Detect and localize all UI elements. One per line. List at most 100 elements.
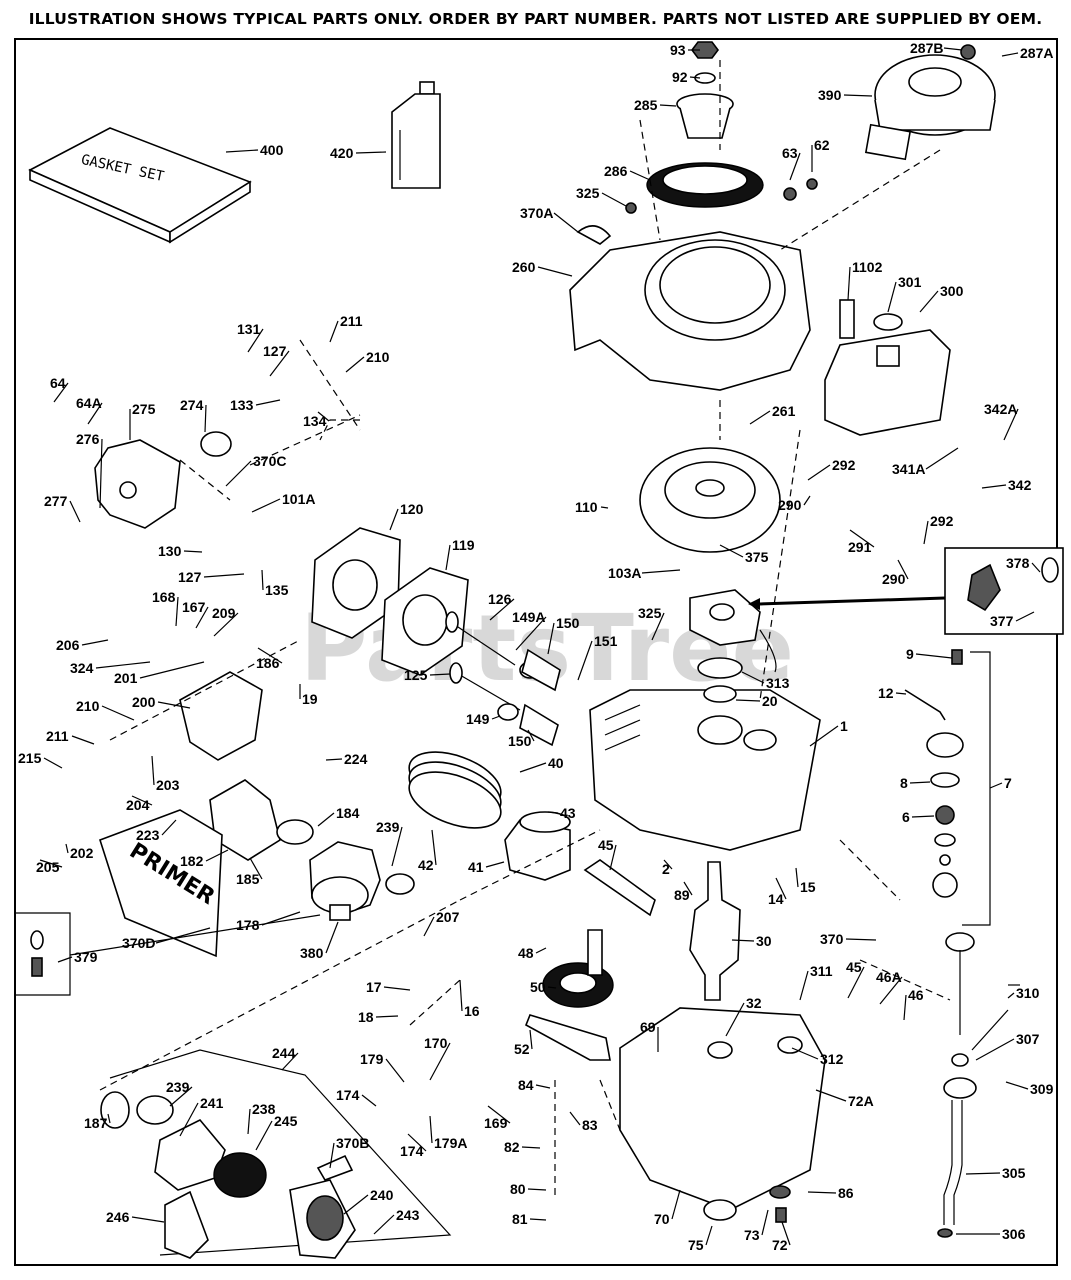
leader-291	[849, 529, 875, 548]
leader-41	[485, 861, 505, 868]
leader-48	[535, 947, 547, 954]
leader-245	[255, 1120, 273, 1151]
engine-block	[589, 689, 821, 851]
leader-313	[741, 671, 765, 684]
callout-370B: 370B	[336, 1135, 369, 1151]
callout-17: 17	[366, 979, 382, 995]
leader-83	[569, 1111, 581, 1126]
callout-127b: 127	[178, 569, 202, 585]
callout-290a: 290	[778, 497, 802, 513]
leader-342	[981, 484, 1007, 489]
leader-209	[213, 612, 239, 637]
air-cleaner-group	[100, 1049, 452, 1259]
leader-202	[65, 843, 69, 854]
leader-184	[317, 812, 335, 827]
leader-179A	[429, 1115, 433, 1144]
callout-209: 209	[212, 605, 236, 621]
callout-185: 185	[236, 871, 260, 887]
callout-313: 313	[766, 675, 790, 691]
callout-211b: 211	[46, 728, 69, 744]
leader-244	[281, 1052, 299, 1071]
callout-30: 30	[756, 933, 772, 949]
callout-42: 42	[418, 857, 434, 873]
leader-215	[43, 757, 63, 769]
callout-207: 207	[436, 909, 460, 925]
callout-14: 14	[768, 891, 784, 907]
callout-134: 134	[303, 413, 327, 429]
leader-377	[1015, 611, 1035, 622]
leader-285	[659, 104, 677, 107]
leader-206	[81, 639, 109, 646]
leader-307	[975, 1038, 1015, 1061]
callout-73: 73	[744, 1227, 760, 1243]
leader-286	[629, 170, 651, 181]
leader-277	[69, 500, 81, 523]
callout-210a: 210	[366, 349, 390, 365]
leader-203	[151, 755, 155, 786]
leader-238	[247, 1108, 251, 1135]
callout-150b: 150	[508, 733, 532, 749]
callout-64: 64	[50, 375, 66, 391]
carburetor	[309, 841, 415, 921]
leader-341A	[925, 447, 959, 470]
callout-291: 291	[848, 539, 872, 555]
leader-287A	[1001, 52, 1019, 57]
oil-sump	[619, 1007, 826, 1223]
leader-75	[705, 1225, 713, 1246]
leader-370	[845, 938, 877, 941]
leader-126	[489, 598, 515, 621]
leader-119	[445, 544, 451, 571]
callout-285: 285	[634, 97, 658, 113]
callout-309: 309	[1030, 1081, 1054, 1097]
leader-167	[195, 606, 209, 629]
callout-70: 70	[654, 1211, 670, 1227]
callout-43: 43	[560, 805, 576, 821]
callout-72A: 72A	[848, 1093, 874, 1109]
callout-306: 306	[1002, 1226, 1026, 1242]
camshaft-gear	[524, 929, 614, 1061]
leader-211a	[329, 320, 339, 343]
callout-151: 151	[594, 633, 618, 649]
leader-103A	[641, 569, 681, 574]
callout-45b: 45	[846, 959, 862, 975]
callout-62: 62	[814, 137, 830, 153]
leader-290b	[897, 559, 909, 580]
callout-12: 12	[878, 685, 894, 701]
leader-81	[529, 1218, 547, 1221]
leader-287B	[943, 47, 963, 51]
callout-119: 119	[452, 537, 475, 553]
header-note: ILLUSTRATION SHOWS TYPICAL PARTS ONLY. O…	[28, 10, 1043, 28]
callout-420: 420	[330, 145, 354, 161]
leader-290a	[803, 495, 811, 506]
leader-72A	[815, 1089, 847, 1102]
callout-287A: 287A	[1020, 45, 1053, 61]
callout-15: 15	[800, 879, 816, 895]
leader-239a	[391, 826, 403, 867]
leader-420	[355, 151, 387, 154]
leader-292a	[807, 464, 831, 481]
leader-310	[971, 1009, 1009, 1051]
callout-32: 32	[746, 995, 762, 1011]
flywheel	[639, 447, 781, 553]
callout-110: 110	[575, 499, 598, 515]
callout-150a: 150	[556, 615, 580, 631]
callout-182: 182	[180, 853, 204, 869]
leader-1102	[847, 266, 851, 301]
callout-69: 69	[640, 1019, 656, 1035]
leader-6	[911, 815, 935, 818]
leader-12	[895, 692, 907, 695]
callout-184: 184	[336, 805, 360, 821]
callout-215: 215	[18, 750, 42, 766]
callout-63: 63	[782, 145, 798, 161]
callout-224: 224	[344, 751, 368, 767]
callout-186: 186	[256, 655, 280, 671]
leader-370C	[225, 460, 252, 487]
callout-300: 300	[940, 283, 964, 299]
leader-89	[683, 881, 693, 896]
leader-204	[131, 795, 153, 806]
callout-20: 20	[762, 693, 778, 709]
dipstick-tube	[937, 932, 977, 1238]
callout-325b: 325	[638, 605, 662, 621]
callout-370C: 370C	[253, 453, 286, 469]
